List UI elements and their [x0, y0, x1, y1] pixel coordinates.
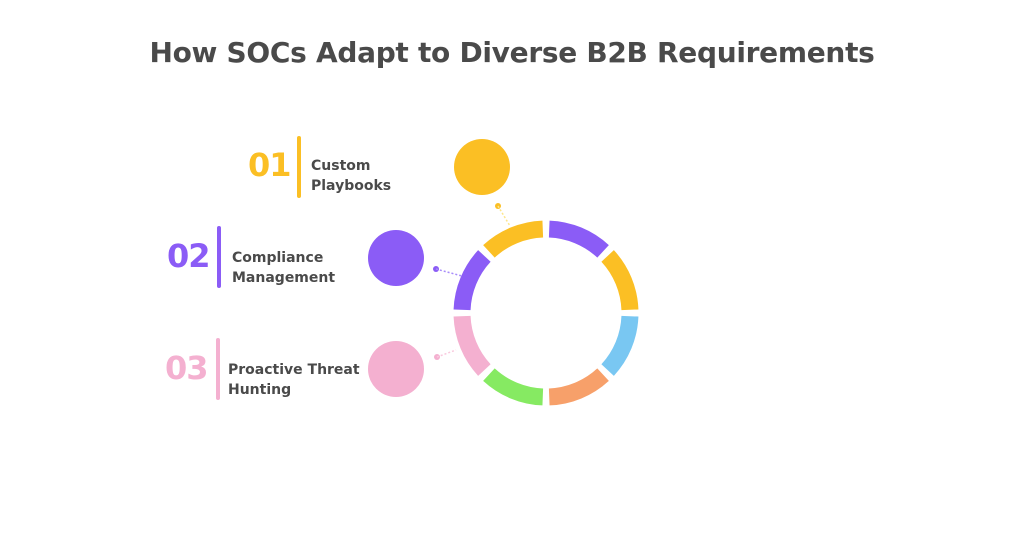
item-label-03-line1: Proactive Threat — [228, 362, 360, 378]
item-divider-03 — [216, 338, 220, 400]
ring-segment-6 — [453, 315, 491, 376]
item-label-02-line1: Compliance — [232, 250, 324, 266]
item-number-01: 01 — [248, 146, 292, 184]
ring-segment-1 — [548, 220, 609, 258]
ring-segment-5 — [483, 368, 544, 406]
ring-segment-3 — [601, 315, 639, 376]
item-number-03: 03 — [165, 349, 209, 387]
bubble-02-icon — [368, 230, 424, 286]
item-label-02: Compliance Management — [232, 248, 335, 288]
item-label-03-line2: Hunting — [228, 382, 292, 398]
item-divider-02 — [217, 226, 221, 288]
item-label-03: Proactive Threat Hunting — [228, 360, 360, 400]
bubble-03-icon — [368, 341, 424, 397]
item-divider-01 — [297, 136, 301, 198]
page-title: How SOCs Adapt to Diverse B2B Requiremen… — [149, 36, 875, 69]
item-label-01-line2: Playbooks — [311, 178, 392, 194]
ring-segment-7 — [453, 250, 491, 311]
item-label-01: Custom Playbooks — [311, 156, 391, 196]
segmented-ring — [453, 220, 639, 406]
item-label-02-line2: Management — [232, 270, 336, 286]
bubble-01-icon — [454, 139, 510, 195]
connector-line-02 — [435, 268, 463, 277]
ring-segment-4 — [548, 368, 609, 406]
item-label-01-line1: Custom — [311, 158, 371, 174]
item-number-02: 02 — [167, 237, 211, 275]
connector-line-01 — [497, 205, 511, 227]
connector-line-03 — [436, 349, 457, 358]
ring-segment-2 — [601, 250, 639, 311]
ring-segment-8 — [483, 220, 544, 258]
